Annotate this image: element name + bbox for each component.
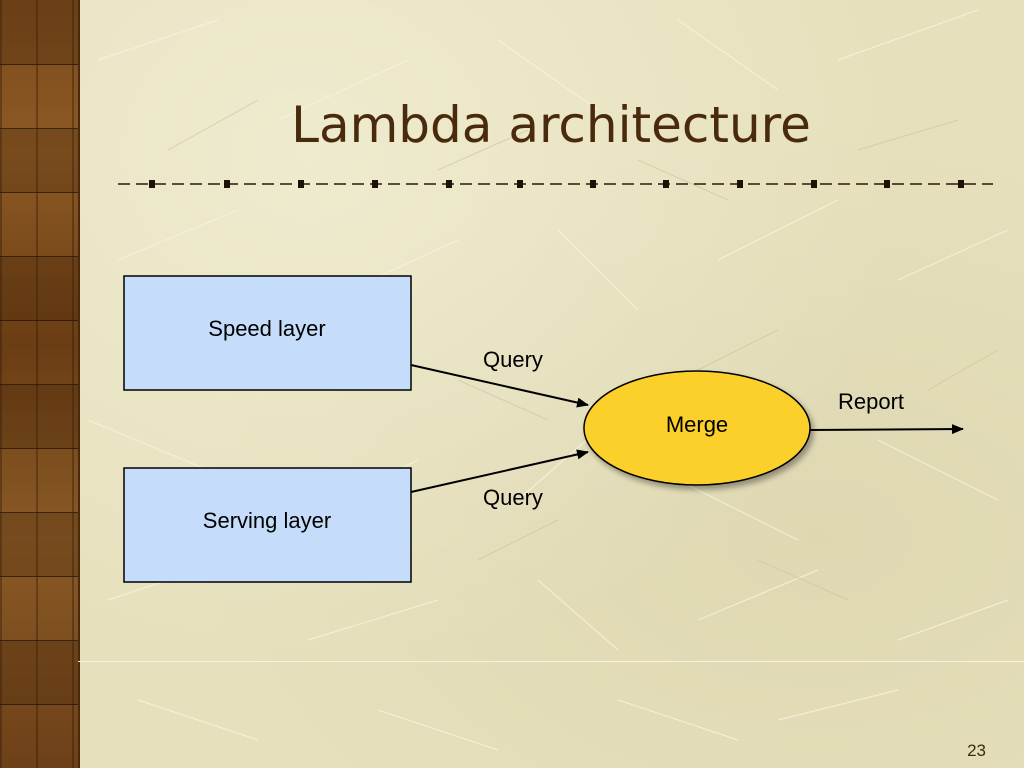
query-bottom-arrow <box>410 449 589 493</box>
merge-node: Merge <box>583 370 811 486</box>
title-divider <box>118 180 993 188</box>
report-label: Report <box>838 389 904 414</box>
footer-divider <box>78 661 1024 662</box>
query-top-arrow <box>410 364 589 408</box>
serving-layer-label: Serving layer <box>203 508 331 533</box>
serving-layer-box: Serving layer <box>123 467 412 583</box>
speed-layer-box: Speed layer <box>123 275 412 391</box>
slide-title: Lambda architecture <box>291 96 811 154</box>
merge-label: Merge <box>666 412 728 437</box>
query-bottom-label: Query <box>483 485 543 510</box>
wood-sidebar <box>0 0 80 768</box>
page-number: 23 <box>967 741 986 760</box>
speed-layer-label: Speed layer <box>208 316 325 341</box>
query-top-label: Query <box>483 347 543 372</box>
report-arrow <box>809 424 964 435</box>
